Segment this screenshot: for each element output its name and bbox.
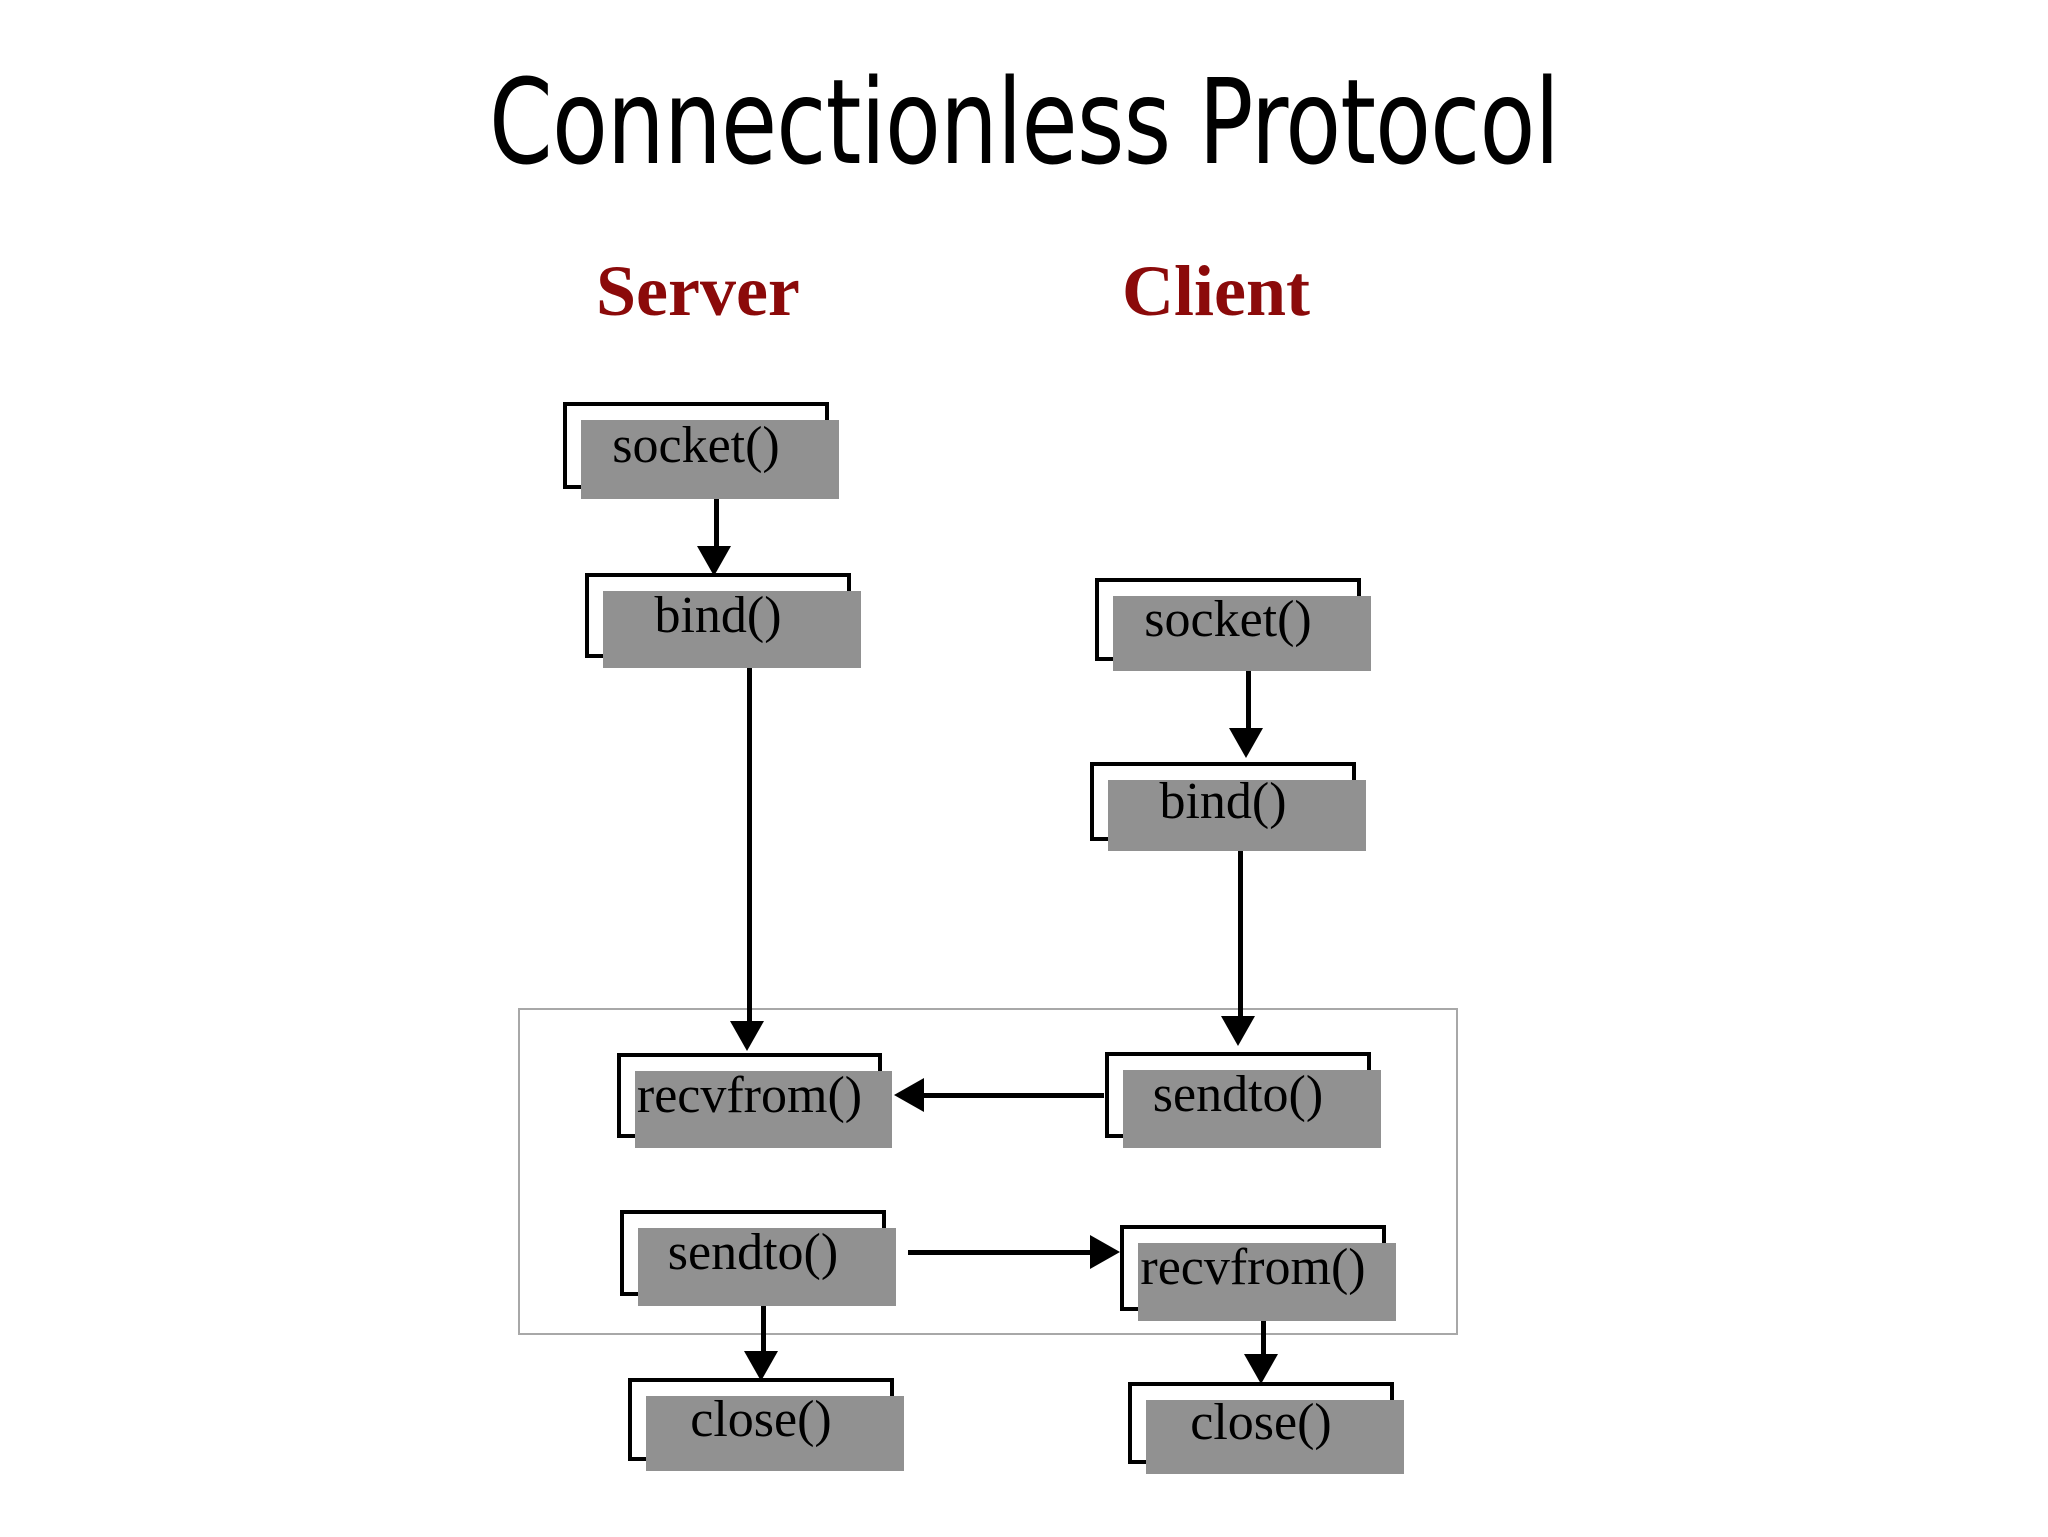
box-shadow — [603, 591, 861, 668]
flow-box-label: sendto() — [667, 1224, 839, 1281]
column-heading-client: Client — [1122, 251, 1310, 331]
connector-line-client-bind-to-sendto — [1238, 841, 1243, 1021]
flow-box-server-sendto[interactable]: sendto() — [620, 1210, 896, 1306]
flow-box-label: sendto() — [1152, 1066, 1324, 1123]
flow-box-client-recvfrom[interactable]: recvfrom() — [1120, 1225, 1396, 1321]
flow-box-label: recvfrom() — [636, 1066, 863, 1124]
box-shadow — [581, 420, 839, 499]
box-shadow — [1108, 780, 1366, 851]
box-shadow — [638, 1228, 896, 1306]
flow-box-client-socket[interactable]: socket() — [1095, 578, 1371, 671]
arrowhead-down-client-bind — [1229, 728, 1263, 758]
flow-box-server-bind[interactable]: bind() — [585, 573, 861, 668]
connector-line-client-sendto-to-server-recvfrom — [924, 1093, 1104, 1098]
box-shadow — [1123, 1070, 1381, 1148]
column-heading-server: Server — [596, 251, 800, 331]
flow-box-label: close() — [1190, 1394, 1332, 1451]
connector-line-server-sendto-to-close — [761, 1296, 766, 1356]
flow-box-label: bind() — [654, 586, 782, 644]
arrowhead-down-server-recvfrom — [730, 1021, 764, 1051]
connector-line-server-sendto-to-client-recvfrom — [908, 1250, 1090, 1255]
box-shadow — [1113, 596, 1371, 671]
arrowhead-down-server-close — [744, 1351, 778, 1381]
arrowhead-left-server-recvfrom — [894, 1078, 924, 1112]
connector-line-server-bind-to-recvfrom — [747, 658, 752, 1026]
connector-line-client-socket-to-bind — [1246, 661, 1251, 733]
arrowhead-down-client-close — [1244, 1354, 1278, 1384]
flow-box-label: close() — [690, 1390, 832, 1448]
connector-line-server-socket-to-bind — [714, 489, 719, 551]
flow-box-label: recvfrom() — [1140, 1239, 1366, 1296]
flow-box-client-sendto[interactable]: sendto() — [1105, 1052, 1381, 1148]
data-exchange-loop-group — [518, 1008, 1458, 1335]
arrowhead-down-server-bind — [697, 546, 731, 576]
flow-box-label: socket() — [612, 416, 780, 474]
box-shadow — [1146, 1400, 1404, 1474]
connector-line-client-recvfrom-to-close — [1261, 1311, 1266, 1359]
flow-box-server-socket[interactable]: socket() — [563, 402, 839, 499]
flow-box-client-close[interactable]: close() — [1128, 1382, 1404, 1474]
page-title: Connectionless Protocol — [489, 53, 1560, 191]
arrowhead-down-client-sendto — [1221, 1016, 1255, 1046]
flow-box-client-bind[interactable]: bind() — [1090, 762, 1366, 851]
flow-box-label: bind() — [1159, 772, 1287, 830]
box-shadow — [1138, 1243, 1396, 1321]
box-shadow — [635, 1071, 892, 1148]
flow-box-label: socket() — [1144, 590, 1312, 648]
flow-box-server-recvfrom[interactable]: recvfrom() — [617, 1053, 892, 1148]
box-shadow — [646, 1396, 904, 1471]
flow-box-server-close[interactable]: close() — [628, 1378, 904, 1471]
arrowhead-right-client-recvfrom — [1090, 1235, 1120, 1269]
